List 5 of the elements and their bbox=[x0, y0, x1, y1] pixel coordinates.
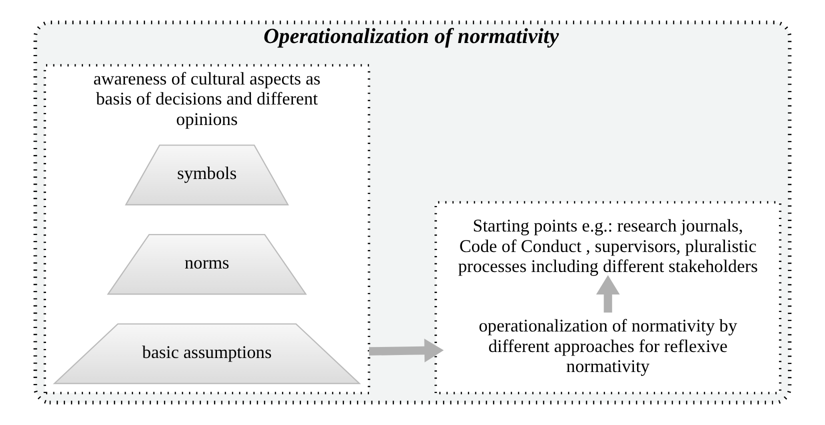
node-text: operationalization of normativity by different approaches for reflexive normativity bbox=[478, 316, 738, 376]
arrow bbox=[596, 275, 620, 313]
arrow bbox=[368, 338, 444, 362]
cluster bbox=[434, 201, 782, 394]
node-text: Starting points e.g.: research journals, Code of Conduct , supervisors, pluralistic processes including different stakeholders bbox=[458, 216, 758, 276]
